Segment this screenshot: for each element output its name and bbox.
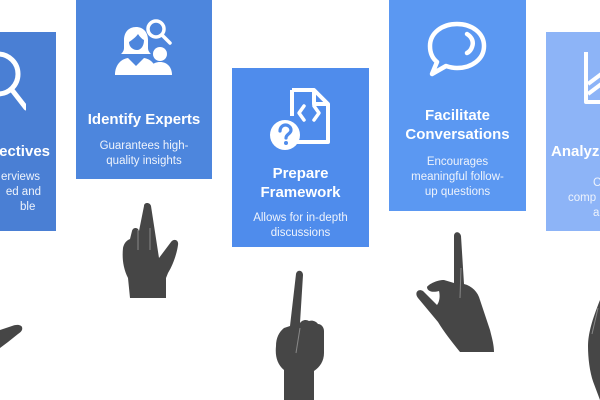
- step-card-define-objectives: ectives erviews ed and ble: [0, 32, 56, 231]
- step-card-identify-experts: Identify Experts Guarantees high- qualit…: [76, 0, 212, 179]
- desc-line: a: [593, 207, 600, 219]
- desc-line: discussions: [270, 227, 331, 239]
- card-title: Facilitate Conversations: [389, 106, 526, 144]
- card-title: Analyz: [551, 143, 600, 160]
- desc-line: ble: [20, 201, 36, 213]
- desc-line: Guarantees high-: [99, 140, 189, 152]
- speech-bubble-icon: [427, 21, 487, 77]
- title-line: Framework: [260, 184, 341, 201]
- magnifier-icon: [0, 51, 26, 111]
- desc-line: erviews: [1, 171, 40, 183]
- card-description: Encourages meaningful follow- up questio…: [389, 155, 526, 200]
- desc-line: comp: [568, 192, 597, 204]
- step-card-facilitate-conversations: Facilitate Conversations Encourages mean…: [389, 0, 526, 211]
- desc-line: ed and: [5, 186, 41, 198]
- pointing-hand-icon: [588, 300, 600, 400]
- card-title: Prepare Framework: [232, 164, 369, 202]
- card-description: Allows for in-depth discussions: [232, 211, 369, 241]
- pointing-hand-icon: [0, 324, 23, 348]
- card-description: Guarantees high- quality insights: [76, 139, 212, 169]
- title-line: Prepare: [272, 165, 329, 182]
- pointing-hand-icon: [275, 270, 324, 400]
- desc-line: Allows for in-depth: [253, 212, 348, 224]
- card-description: C comp a: [546, 176, 600, 221]
- step-card-analyze: Analyz C comp a: [546, 32, 600, 231]
- title-line: Facilitate: [424, 107, 491, 124]
- pointing-hand-icon: [416, 232, 494, 352]
- title-line: Conversations: [405, 126, 510, 143]
- card-title: Identify Experts: [87, 111, 201, 128]
- experts-search-icon: [115, 19, 172, 75]
- chart-icon: [584, 52, 600, 104]
- desc-line: Encourages: [426, 156, 489, 168]
- step-card-prepare-framework: Prepare Framework Allows for in-depth di…: [232, 68, 369, 247]
- desc-line: meaningful follow-: [411, 171, 504, 183]
- desc-line: quality insights: [106, 155, 182, 167]
- card-title: ectives: [0, 143, 50, 160]
- pointing-hand-icon: [122, 203, 179, 298]
- document-question-icon: [270, 88, 330, 150]
- desc-line: up questions: [424, 186, 491, 198]
- desc-line: C: [593, 177, 600, 189]
- card-description: erviews ed and ble: [0, 170, 41, 215]
